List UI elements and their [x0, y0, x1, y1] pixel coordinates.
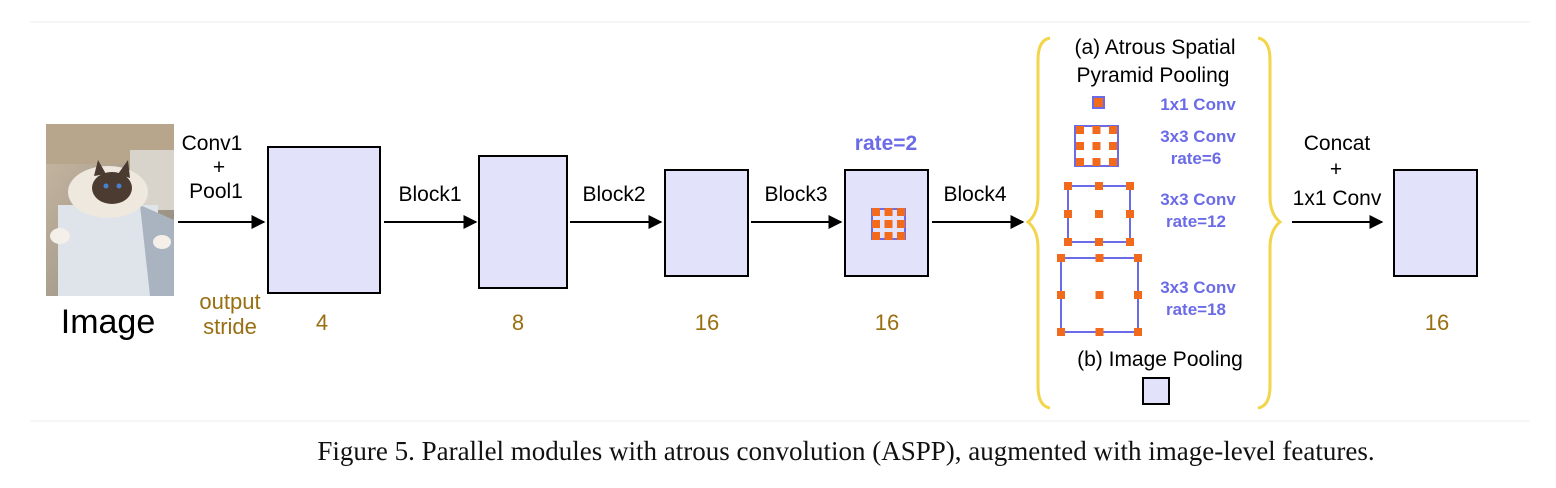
kernel-tap — [1109, 158, 1117, 166]
kernel-1x1 — [1092, 96, 1105, 109]
pool1-label: Pool1 — [189, 180, 243, 203]
kernel-tap — [1134, 328, 1142, 336]
kernel-rate-18-taps — [1057, 254, 1142, 336]
branch-rate6-rate: rate=6 — [1171, 149, 1222, 168]
conv1-plus-label: + — [213, 156, 225, 179]
branch-rate6-label: 3x3 Conv — [1160, 127, 1236, 146]
block4-label: Block4 — [943, 183, 1006, 206]
stride-value-block3: 16 — [695, 310, 719, 335]
right-brace — [1257, 36, 1283, 410]
concat-plus-label: + — [1330, 158, 1342, 181]
branch-rate12-rate: rate=12 — [1166, 212, 1226, 231]
kernel-tap — [1126, 210, 1134, 218]
kernel-tap — [1095, 254, 1104, 262]
kernel-tap — [1057, 328, 1065, 336]
branch-1x1-label: 1x1 Conv — [1160, 95, 1236, 114]
kernel-tap — [1134, 291, 1142, 299]
kernel-tap — [884, 232, 893, 240]
kernel-tap — [1109, 126, 1117, 134]
kernel-tap — [884, 220, 893, 228]
input-image-cat-photo — [46, 124, 174, 296]
kernel-tap — [1076, 158, 1084, 166]
image-pooling-box — [1142, 377, 1170, 405]
kernel-tap — [884, 208, 893, 216]
block2-label: Block2 — [582, 183, 645, 206]
kernel-tap — [1092, 158, 1101, 166]
rate-2-label: rate=2 — [855, 132, 917, 155]
output-feature-map — [1393, 169, 1478, 277]
kernel-tap — [1057, 291, 1065, 299]
aspp-title-2: Pyramid Pooling — [1077, 64, 1230, 87]
image-pooling-label: (b) Image Pooling — [1077, 348, 1243, 371]
concat-conv-label: 1x1 Conv — [1293, 187, 1382, 210]
kernel-tap — [872, 208, 880, 216]
kernel-tap — [1095, 238, 1103, 246]
concat-label: Concat — [1304, 132, 1371, 155]
kernel-rate-6-taps — [1076, 126, 1117, 166]
block1-label: Block1 — [398, 183, 461, 206]
feature-map-stride-8 — [478, 155, 568, 289]
left-brace — [1025, 36, 1051, 410]
feature-map-stride-4 — [267, 146, 381, 294]
figure-caption: Figure 5. Parallel modules with atrous c… — [317, 436, 1374, 466]
stride-value-output: 16 — [1425, 310, 1449, 335]
kernel-tap — [1057, 254, 1065, 262]
kernel-tap — [897, 220, 905, 228]
conv1-label: Conv1 — [182, 132, 243, 155]
feature-map-block3 — [664, 169, 749, 277]
kernel-tap — [1064, 238, 1072, 246]
branch-rate18-rate: rate=18 — [1166, 300, 1226, 319]
output-stride-label-2: stride — [203, 314, 257, 339]
stride-value-4: 4 — [316, 310, 328, 335]
branch-rate12-label: 3x3 Conv — [1160, 190, 1236, 209]
kernel-tap — [872, 232, 880, 240]
kernel-tap — [1095, 291, 1104, 299]
kernel-rate-12-taps — [1064, 182, 1134, 246]
kernel-tap — [1126, 238, 1134, 246]
kernel-tap — [1095, 328, 1104, 336]
kernel-tap — [1109, 142, 1117, 150]
kernel-tap — [1095, 210, 1103, 218]
kernel-tap — [1126, 182, 1134, 190]
block3-label: Block3 — [764, 183, 827, 206]
image-label: Image — [61, 303, 156, 341]
kernel-tap — [1076, 126, 1084, 134]
kernel-tap — [1064, 182, 1072, 190]
kernel-tap — [1064, 210, 1072, 218]
kernel-tap — [1092, 142, 1101, 150]
kernel-tap — [1092, 126, 1101, 134]
stride-value-8: 8 — [512, 310, 524, 335]
output-stride-label: output — [199, 289, 260, 314]
atrous-kernel-rate-2 — [871, 208, 906, 240]
kernel-tap — [872, 220, 880, 228]
stride-value-block4: 16 — [875, 310, 899, 335]
kernel-tap — [897, 208, 905, 216]
kernel-tap — [1134, 254, 1142, 262]
kernel-tap — [897, 232, 905, 240]
branch-rate18-label: 3x3 Conv — [1160, 278, 1236, 297]
aspp-title: (a) Atrous Spatial — [1074, 36, 1235, 59]
kernel-tap — [1076, 142, 1084, 150]
kernel-tap — [1095, 182, 1103, 190]
